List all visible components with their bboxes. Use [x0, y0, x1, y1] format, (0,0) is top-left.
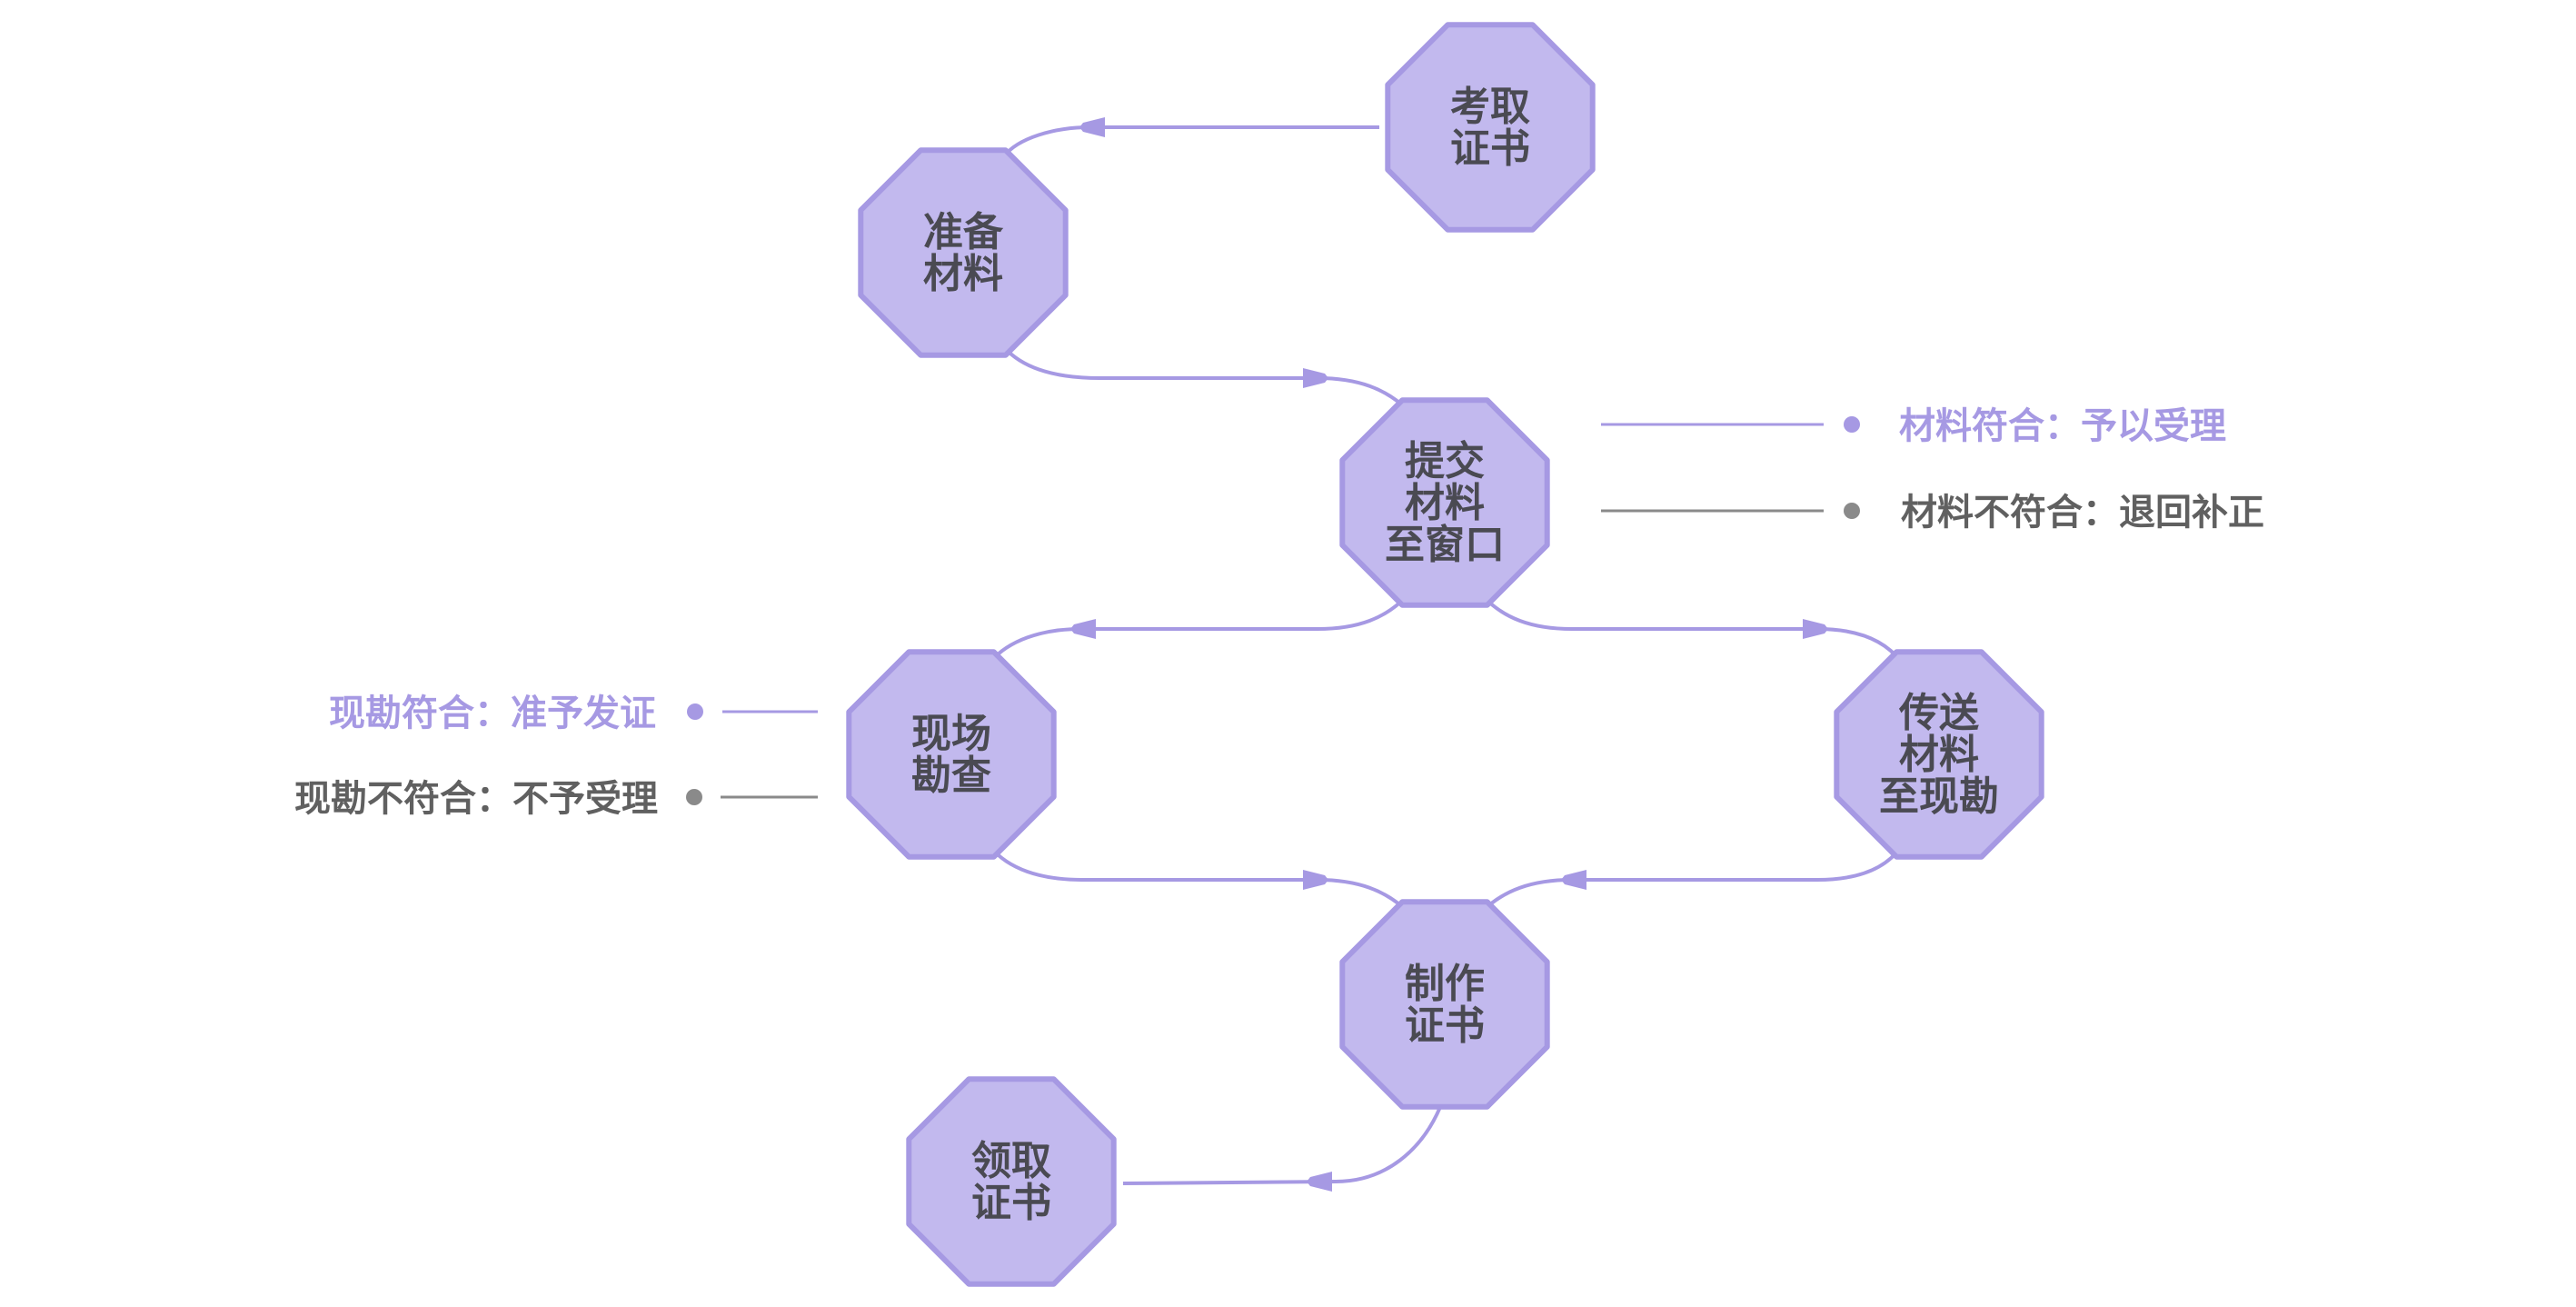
node-submit-materials-label-line: 提交: [1405, 438, 1485, 484]
node-site-inspection-shape: [846, 649, 1057, 860]
node-submit-materials-label-line: 至窗口: [1385, 522, 1505, 568]
node-exam-certificate-label-line: 考取: [1450, 84, 1530, 130]
connector-make-to-collect: [1122, 1106, 1442, 1185]
node-site-inspection-label-line: 现场: [911, 711, 991, 757]
connector-prepare-to-submit: [1002, 345, 1408, 411]
node-prepare-materials-label-line: 材料: [923, 251, 1003, 297]
node-site-inspection-label-line: 勘查: [911, 753, 991, 799]
materials-accepted-label: 材料符合：予以受理: [1899, 405, 2226, 447]
node-forward-materials-label-line: 材料: [1899, 732, 1979, 778]
connector-make-to-collect-arrowhead: [1307, 1172, 1332, 1192]
connector-submit-to-inspection: [989, 594, 1408, 663]
node-forward-materials-label-line: 传送: [1898, 690, 1979, 736]
connector-exam-to-prepare: [1002, 125, 1379, 158]
node-collect-certificate-shape: [906, 1076, 1117, 1287]
node-forward-materials-label-line: 至现勘: [1879, 773, 1999, 820]
connector-submit-to-forward: [1481, 594, 1903, 663]
node-prepare-materials-shape: [858, 147, 1069, 358]
connector-forward-to-make: [1481, 845, 1903, 913]
node-forward-materials-shape: [1834, 649, 2044, 860]
inspection-passed-dot: [687, 703, 703, 720]
node-prepare-materials-label-line: 准备: [923, 209, 1004, 255]
node-collect-certificate-label-line: 领取: [971, 1138, 1051, 1184]
node-make-certificate-label-line: 制作: [1405, 961, 1485, 1007]
connector-inspection-to-make-arrowhead: [1303, 870, 1328, 890]
node-exam-certificate-shape: [1385, 22, 1596, 233]
annotations: 材料符合：予以受理 材料不符合：退回补正 现勘符合：准予发证 现勘不符合：不予受…: [294, 405, 2264, 820]
connector-exam-to-prepare-arrowhead: [1079, 117, 1105, 137]
node-exam-certificate-label-line: 证书: [1450, 125, 1530, 172]
connector-submit-to-inspection-arrowhead: [1070, 619, 1096, 639]
node-make-certificate-label-line: 证书: [1405, 1003, 1485, 1049]
connectors: [989, 117, 1903, 1192]
node-make-certificate-shape: [1339, 899, 1550, 1110]
inspection-failed-label: 现勘不符合：不予受理: [294, 778, 658, 820]
connector-forward-to-make-arrowhead: [1561, 870, 1586, 890]
connector-submit-to-forward-arrowhead: [1803, 619, 1828, 639]
connector-inspection-to-make: [989, 845, 1408, 913]
materials-rejected-dot: [1844, 503, 1860, 519]
materials-accepted-dot: [1844, 416, 1860, 433]
node-collect-certificate-label-line: 证书: [971, 1180, 1051, 1226]
node-submit-materials-shape: [1339, 397, 1550, 608]
materials-rejected-label: 材料不符合：退回补正: [1901, 492, 2264, 534]
inspection-failed-dot: [686, 789, 702, 805]
node-submit-materials-label-line: 材料: [1405, 480, 1485, 526]
connector-prepare-to-submit-arrowhead: [1303, 368, 1328, 388]
inspection-passed-label: 现勘符合：准予发证: [329, 693, 656, 734]
